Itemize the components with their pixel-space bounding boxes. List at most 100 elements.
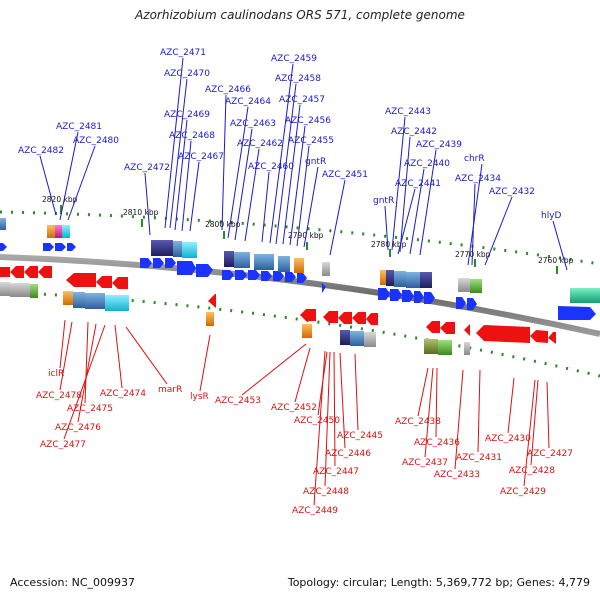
forward-gene <box>177 261 196 275</box>
gene-label: AZC_2460 <box>248 162 294 172</box>
reverse-gene <box>476 325 530 343</box>
gene-label: AZC_2433 <box>434 470 480 480</box>
forward-gene <box>67 243 76 251</box>
reverse-gene <box>0 267 10 277</box>
gene-label: AZC_2443 <box>385 107 431 117</box>
ruler-tick-label: 2820 kbp <box>42 195 78 204</box>
gene-label: AZC_2472 <box>124 163 170 173</box>
gene-label: gntR <box>373 196 394 206</box>
forward-gene <box>55 243 66 251</box>
forward-gene <box>0 243 7 251</box>
forward-gene <box>456 297 466 309</box>
gene-label: AZC_2438 <box>395 417 441 427</box>
ruler-tick-label: 2810 kbp <box>123 208 159 217</box>
forward-gene <box>285 272 296 282</box>
gene-label: AZC_2428 <box>509 466 555 476</box>
gene-label: AZC_2481 <box>56 122 102 132</box>
accession-text: Accession: NC_009937 <box>10 576 136 589</box>
gene-label: AZC_2462 <box>237 139 283 149</box>
reverse-gene <box>426 321 440 333</box>
gene-label: AZC_2471 <box>160 48 206 58</box>
gene-label: AZC_2437 <box>402 458 448 468</box>
gene-label: AZC_2453 <box>215 396 261 406</box>
reverse-gene <box>352 312 366 324</box>
reverse-gene <box>66 273 96 287</box>
gene-label: AZC_2436 <box>414 438 460 448</box>
reverse-gene <box>38 266 52 278</box>
reverse-gene-arrows <box>0 266 556 344</box>
gene-label: AZC_2466 <box>205 85 251 95</box>
gene-label: AZC_2476 <box>55 423 101 433</box>
gene-label: hlyD <box>541 211 562 221</box>
forward-gene <box>297 273 307 283</box>
reverse-gene <box>10 266 24 278</box>
ruler-tick-label: 2760 kbp <box>538 256 574 265</box>
reverse-gene <box>530 330 548 343</box>
forward-gene <box>273 271 284 281</box>
gene-label: AZC_2448 <box>303 487 349 497</box>
forward-gene <box>390 289 402 301</box>
reverse-gene <box>338 312 352 324</box>
gene-label: AZC_2446 <box>325 449 371 459</box>
forward-gene <box>558 306 596 320</box>
reverse-label-leaders <box>59 319 550 506</box>
gene-label: AZC_2470 <box>164 69 210 79</box>
forward-gene <box>402 290 414 302</box>
forward-gene <box>322 283 326 293</box>
forward-gene <box>153 258 164 268</box>
reverse-annotation-blocks <box>0 282 470 355</box>
gene-label: AZC_2455 <box>288 136 334 146</box>
gene-label: AZC_2478 <box>36 391 82 401</box>
gene-label: AZC_2458 <box>275 74 321 84</box>
ruler-tick-label: 2800 kbp <box>205 220 241 229</box>
gene-label: AZC_2477 <box>40 440 86 450</box>
forward-gene <box>424 292 435 304</box>
gene-label: chrR <box>464 154 485 164</box>
gene-label: iclR <box>48 369 64 379</box>
forward-gene <box>248 270 260 280</box>
gene-label: AZC_2429 <box>500 487 546 497</box>
gene-label: AZC_2467 <box>178 152 224 162</box>
forward-gene <box>467 298 477 310</box>
forward-gene <box>378 288 390 300</box>
gene-label: AZC_2474 <box>100 389 146 399</box>
forward-gene <box>235 270 247 280</box>
gene-label: AZC_2445 <box>337 431 383 441</box>
gene-label: marR <box>158 385 182 395</box>
forward-gene-arrows <box>0 243 596 320</box>
reverse-gene <box>323 311 338 323</box>
gene-label: lysR <box>190 392 209 402</box>
ruler-tick-label: 2780 kbp <box>371 240 407 249</box>
gene-label: AZC_2447 <box>313 467 359 477</box>
reverse-gene <box>440 322 455 334</box>
gene-label: AZC_2468 <box>169 131 215 141</box>
reverse-gene <box>548 332 556 344</box>
topology-text: Topology: circular; Length: 5,369,772 bp… <box>287 576 590 589</box>
forward-gene <box>140 258 152 268</box>
reverse-gene <box>366 313 378 325</box>
reverse-gene <box>208 294 216 308</box>
gene-label: AZC_2434 <box>455 174 501 184</box>
reverse-gene <box>24 266 38 278</box>
forward-gene <box>196 264 213 277</box>
forward-gene <box>414 291 424 303</box>
gene-label: AZC_2439 <box>416 140 462 150</box>
genome-title: Azorhizobium caulinodans ORS 571, comple… <box>135 8 465 22</box>
reverse-gene <box>300 309 316 321</box>
gene-label: AZC_2459 <box>271 54 317 64</box>
gene-label: AZC_2449 <box>292 506 338 516</box>
reverse-gene <box>112 277 128 289</box>
gene-label: AZC_2464 <box>225 97 271 107</box>
gene-label: AZC_2441 <box>395 179 441 189</box>
reverse-gene <box>96 276 112 288</box>
reverse-gene <box>464 324 470 336</box>
forward-gene <box>222 270 234 280</box>
gene-label: AZC_2451 <box>322 170 368 180</box>
gene-label: AZC_2475 <box>67 404 113 414</box>
gene-label: AZC_2457 <box>279 95 325 105</box>
gene-label: AZC_2427 <box>527 449 573 459</box>
gene-label: AZC_2440 <box>404 159 450 169</box>
gene-label: AZC_2432 <box>489 187 535 197</box>
gene-label: gntR <box>305 157 326 167</box>
